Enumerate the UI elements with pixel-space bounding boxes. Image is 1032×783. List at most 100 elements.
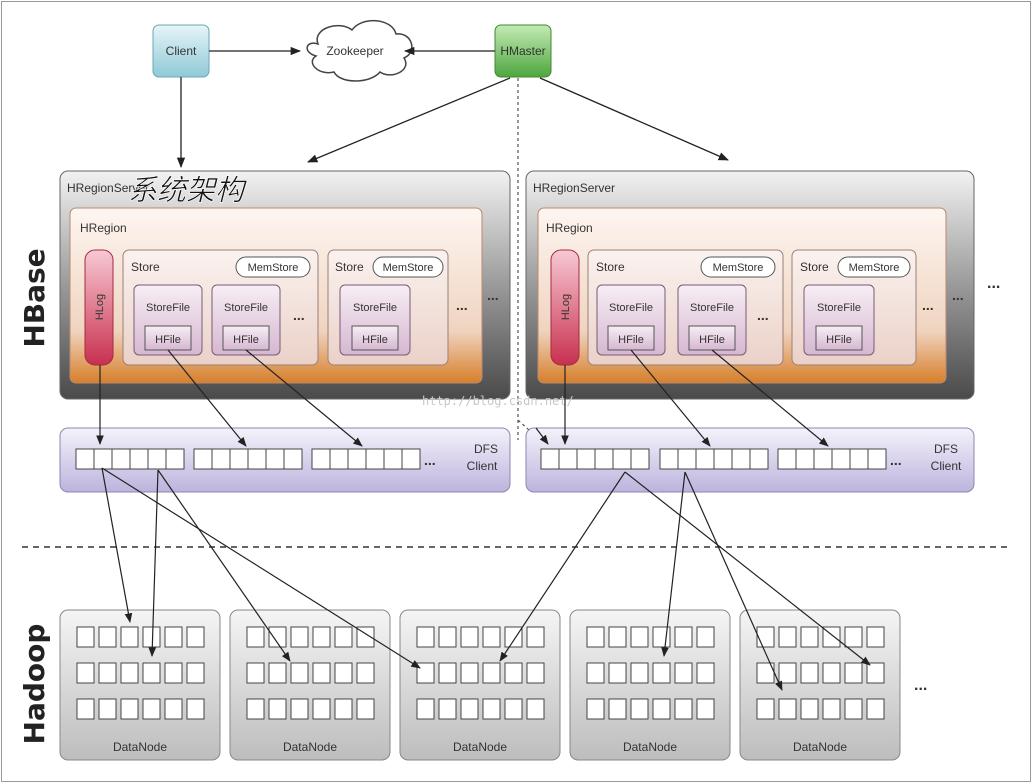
hlog-left <box>84 249 114 366</box>
storefile-left-1b: StoreFile <box>224 302 268 314</box>
dfs-block <box>229 448 249 470</box>
datanode-block <box>246 662 265 684</box>
datanode-block <box>866 662 885 684</box>
datanode-block <box>674 698 693 720</box>
datanode-block <box>268 662 287 684</box>
datanode-block <box>416 626 435 648</box>
storefile-right-1a: StoreFile <box>609 302 653 314</box>
datanode-block <box>290 662 309 684</box>
hregion-right-label: HRegion <box>546 221 593 235</box>
dfs-block <box>329 448 349 470</box>
datanode-block <box>630 662 649 684</box>
datanode-ellipsis: ... <box>914 677 927 694</box>
dfs-block <box>576 448 596 470</box>
datanode-block <box>504 626 523 648</box>
hmaster-node: HMaster <box>494 24 552 78</box>
hfile-right-2: HFile <box>826 334 852 346</box>
dfs-block <box>311 448 331 470</box>
dfs-block <box>75 448 95 470</box>
datanode-block <box>674 626 693 648</box>
datanode-block <box>630 626 649 648</box>
dfs-block <box>93 448 113 470</box>
dfs-block <box>749 448 769 470</box>
datanode-block <box>186 662 205 684</box>
storefile-left-1a: StoreFile <box>146 302 190 314</box>
datanode-block <box>334 662 353 684</box>
datanode-block <box>438 698 457 720</box>
dfs-block <box>365 448 385 470</box>
datanode-block <box>416 662 435 684</box>
datanode-3-label: DataNode <box>453 740 507 754</box>
datanode-block <box>246 698 265 720</box>
datanode-block <box>866 698 885 720</box>
datanode-block <box>268 698 287 720</box>
hfile-left-2: HFile <box>362 334 388 346</box>
dfs-block <box>383 448 403 470</box>
dfs-block <box>630 448 650 470</box>
datanode-block <box>756 698 775 720</box>
datanode-block <box>98 626 117 648</box>
datanode-block <box>246 626 265 648</box>
dfs-left-label-1: DFS <box>474 442 498 456</box>
datanode-block <box>76 626 95 648</box>
datanode-block <box>186 698 205 720</box>
dfs-block <box>165 448 185 470</box>
datanode-block <box>142 662 161 684</box>
hfile-right-1a: HFile <box>618 334 644 346</box>
datanode-block <box>416 698 435 720</box>
store-left-1-label: Store <box>131 260 160 274</box>
ellipsis-left-server: ... <box>487 287 499 303</box>
datanode-2-blocks <box>246 626 375 720</box>
datanode-block <box>866 626 885 648</box>
datanode-block <box>844 626 863 648</box>
datanode-block <box>800 626 819 648</box>
ellipsis-right-store1: ... <box>757 307 769 323</box>
datanode-block <box>312 698 331 720</box>
datanode-block <box>290 698 309 720</box>
datanode-block <box>800 698 819 720</box>
store-right-2-label: Store <box>800 260 829 274</box>
datanode-block <box>504 662 523 684</box>
datanode-5-blocks <box>756 626 885 720</box>
hregionserver-right-label: HRegionServer <box>533 181 615 195</box>
hbase-side-label: HBase <box>18 248 51 347</box>
dfs-block <box>813 448 833 470</box>
storefile-right-1b: StoreFile <box>690 302 734 314</box>
dfs-block <box>659 448 679 470</box>
datanode-block <box>822 698 841 720</box>
dfs-left-label-2: Client <box>467 459 498 473</box>
datanode-block <box>460 626 479 648</box>
storefile-right-2: StoreFile <box>817 302 861 314</box>
dfs-blocks-right <box>540 448 887 470</box>
dfs-datanode-arrows <box>101 467 871 691</box>
top-arrows <box>176 46 729 169</box>
datanode-1-label: DataNode <box>113 740 167 754</box>
hfile-left-1a: HFile <box>155 334 181 346</box>
dfs-block <box>612 448 632 470</box>
dfs-ellipsis-right: ... <box>890 452 902 468</box>
zookeeper-label: Zookeeper <box>326 44 383 58</box>
datanode-3-blocks <box>416 626 545 720</box>
datanode-block <box>674 662 693 684</box>
store-left-2-label: Store <box>335 260 364 274</box>
datanode-block <box>526 662 545 684</box>
dfs-block <box>347 448 367 470</box>
dfs-block <box>677 448 697 470</box>
hfile-dfs-arrows <box>96 349 829 447</box>
datanode-block <box>438 626 457 648</box>
dfs-right-label-2: Client <box>931 459 962 473</box>
datanode-block <box>76 662 95 684</box>
store-right-1-label: Store <box>596 260 625 274</box>
datanode-4-label: DataNode <box>623 740 677 754</box>
dfs-block <box>129 448 149 470</box>
datanode-2: DataNode <box>229 609 391 761</box>
dfs-block <box>867 448 887 470</box>
dfs-block <box>401 448 421 470</box>
hregionserver-left: HRegionServer HRegion HLog Store MemStor… <box>59 170 511 400</box>
dfs-ellipsis-left: ... <box>424 452 436 468</box>
hmaster-label: HMaster <box>500 44 545 58</box>
ellipsis-left-region: ... <box>456 297 468 313</box>
datanode-block <box>120 626 139 648</box>
datanode-block <box>844 698 863 720</box>
